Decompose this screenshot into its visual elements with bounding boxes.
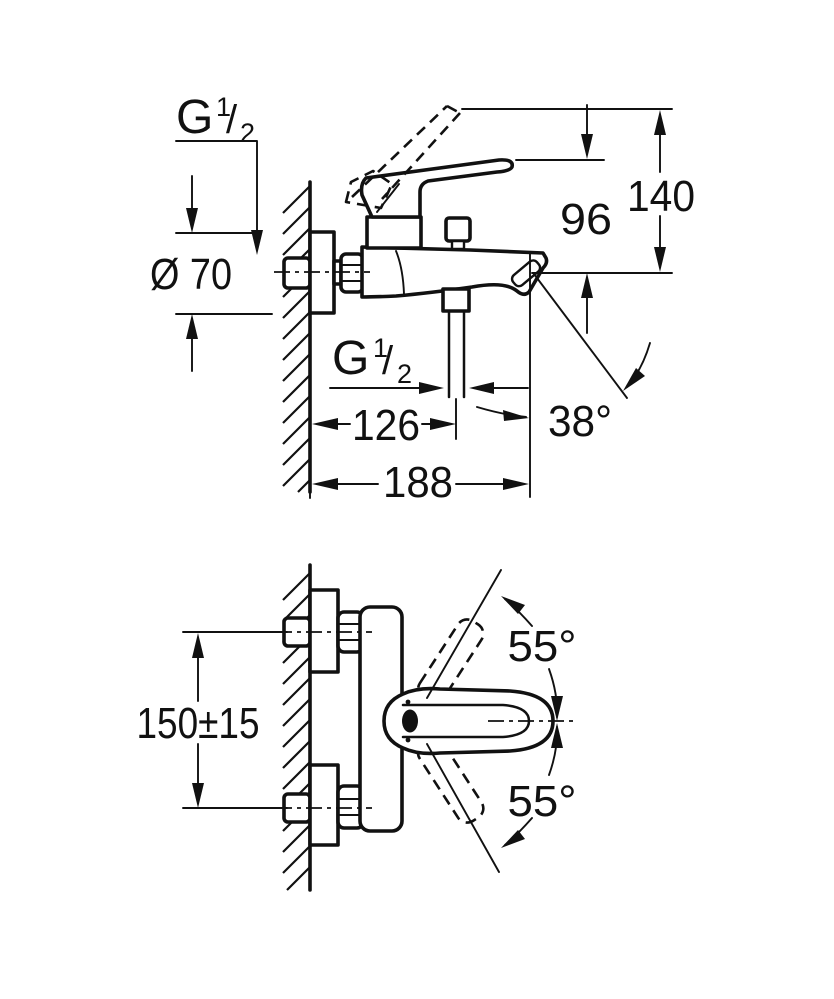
arrowhead-up xyxy=(654,110,666,135)
raised-lever-outline xyxy=(351,104,461,200)
arc-arrowhead-downleft xyxy=(501,830,525,848)
arrowhead-up xyxy=(581,273,593,298)
arrowhead-up xyxy=(192,633,204,658)
dimension-96: 96 xyxy=(515,104,673,334)
angle-38-label: 38° xyxy=(548,397,612,446)
arc-arrowhead-upleft xyxy=(501,596,525,614)
dimension-188: 188 xyxy=(309,251,531,507)
angle-line-up xyxy=(426,569,502,699)
angle-diagonal-line xyxy=(533,273,628,399)
thread-label-denominator: 2 xyxy=(240,118,255,148)
cartridge-cap xyxy=(365,215,423,250)
arrowhead-right xyxy=(419,382,444,394)
leader-arrowhead xyxy=(251,230,263,255)
angle-line-down xyxy=(426,743,500,873)
thread-label-g: G xyxy=(332,332,369,385)
angle-55-up-label: 55° xyxy=(508,622,577,671)
arc-arrowhead-right xyxy=(503,410,529,421)
dimension-150: 150±15 xyxy=(137,631,288,809)
dimension-140: 140 xyxy=(461,108,695,272)
arrowhead-left xyxy=(312,478,338,490)
escutcheon-bottom xyxy=(308,763,340,847)
handle-dot-top xyxy=(405,699,411,705)
arrowhead-right xyxy=(430,418,456,430)
dim-96-label: 96 xyxy=(560,195,612,244)
front-view: 150±15 55° 55° xyxy=(137,563,577,892)
lever-handle xyxy=(359,158,515,219)
wall-section xyxy=(282,563,312,892)
dimension-angle-55-down: 55° xyxy=(426,723,577,873)
dimension-thread-hose: G 1 / 2 xyxy=(329,332,529,394)
dimension-angle-55-up: 55° xyxy=(426,569,577,721)
union-nut-facets xyxy=(340,264,364,282)
arrowhead-left xyxy=(312,418,338,430)
arrowhead-up xyxy=(186,314,198,339)
arc-arrowhead-left xyxy=(623,368,645,391)
handle-screw-hole xyxy=(402,709,418,733)
arc-arrowhead-up xyxy=(551,723,563,748)
dim-126-label: 126 xyxy=(352,401,420,450)
thread-label-denominator: 2 xyxy=(397,359,412,389)
shower-hose-nut xyxy=(441,287,471,313)
leader-line xyxy=(175,140,258,232)
thread-label-numerator: 1 xyxy=(216,92,231,122)
mixer-body xyxy=(308,215,549,399)
thread-label-slash: / xyxy=(382,339,394,383)
supply-hex-nut xyxy=(282,256,312,290)
arc-arrowhead-down xyxy=(551,696,563,721)
thread-label-numerator: 1 xyxy=(373,333,388,363)
arrowhead-down xyxy=(581,134,593,159)
angle-55-down-label: 55° xyxy=(508,777,577,826)
dimension-diameter-70: Ø 70 xyxy=(150,175,273,372)
wall-section xyxy=(282,180,312,494)
arrowhead-down xyxy=(186,208,198,233)
dimension-angle-38: 38° xyxy=(476,273,651,446)
arrowhead-down xyxy=(192,783,204,808)
supply-connection xyxy=(282,256,312,290)
body-spout-outline xyxy=(360,245,549,299)
handle-dot-bottom xyxy=(405,737,411,743)
arrowhead-down xyxy=(654,247,666,272)
arrowhead-left xyxy=(469,382,494,394)
body-inner-contour xyxy=(395,250,405,295)
diverter-knob xyxy=(444,216,472,243)
side-view: G 1 / 2 Ø 70 140 96 xyxy=(150,91,695,507)
thread-label-g: G xyxy=(176,91,213,144)
lever-blade xyxy=(359,158,515,219)
escutcheon-top xyxy=(308,588,340,674)
wall-hatch xyxy=(282,185,311,493)
dimension-126: 126 xyxy=(312,398,457,450)
arrowhead-right xyxy=(503,478,529,490)
dim-188-label: 188 xyxy=(383,458,453,507)
dim-150-label: 150±15 xyxy=(137,699,260,748)
raised-lever-base xyxy=(344,169,394,210)
union-nut xyxy=(339,252,365,294)
diameter-label: Ø 70 xyxy=(150,250,232,299)
dimension-thread-wall: G 1 / 2 xyxy=(175,91,263,255)
thread-label-slash: / xyxy=(226,98,238,142)
extension-lines xyxy=(182,631,288,809)
shower-hose-pipe xyxy=(447,309,466,399)
upper-connection xyxy=(282,588,365,674)
dim-140-label: 140 xyxy=(627,172,695,221)
diverter-stem xyxy=(450,239,466,251)
lever-handle-raised-dashed xyxy=(344,104,461,210)
